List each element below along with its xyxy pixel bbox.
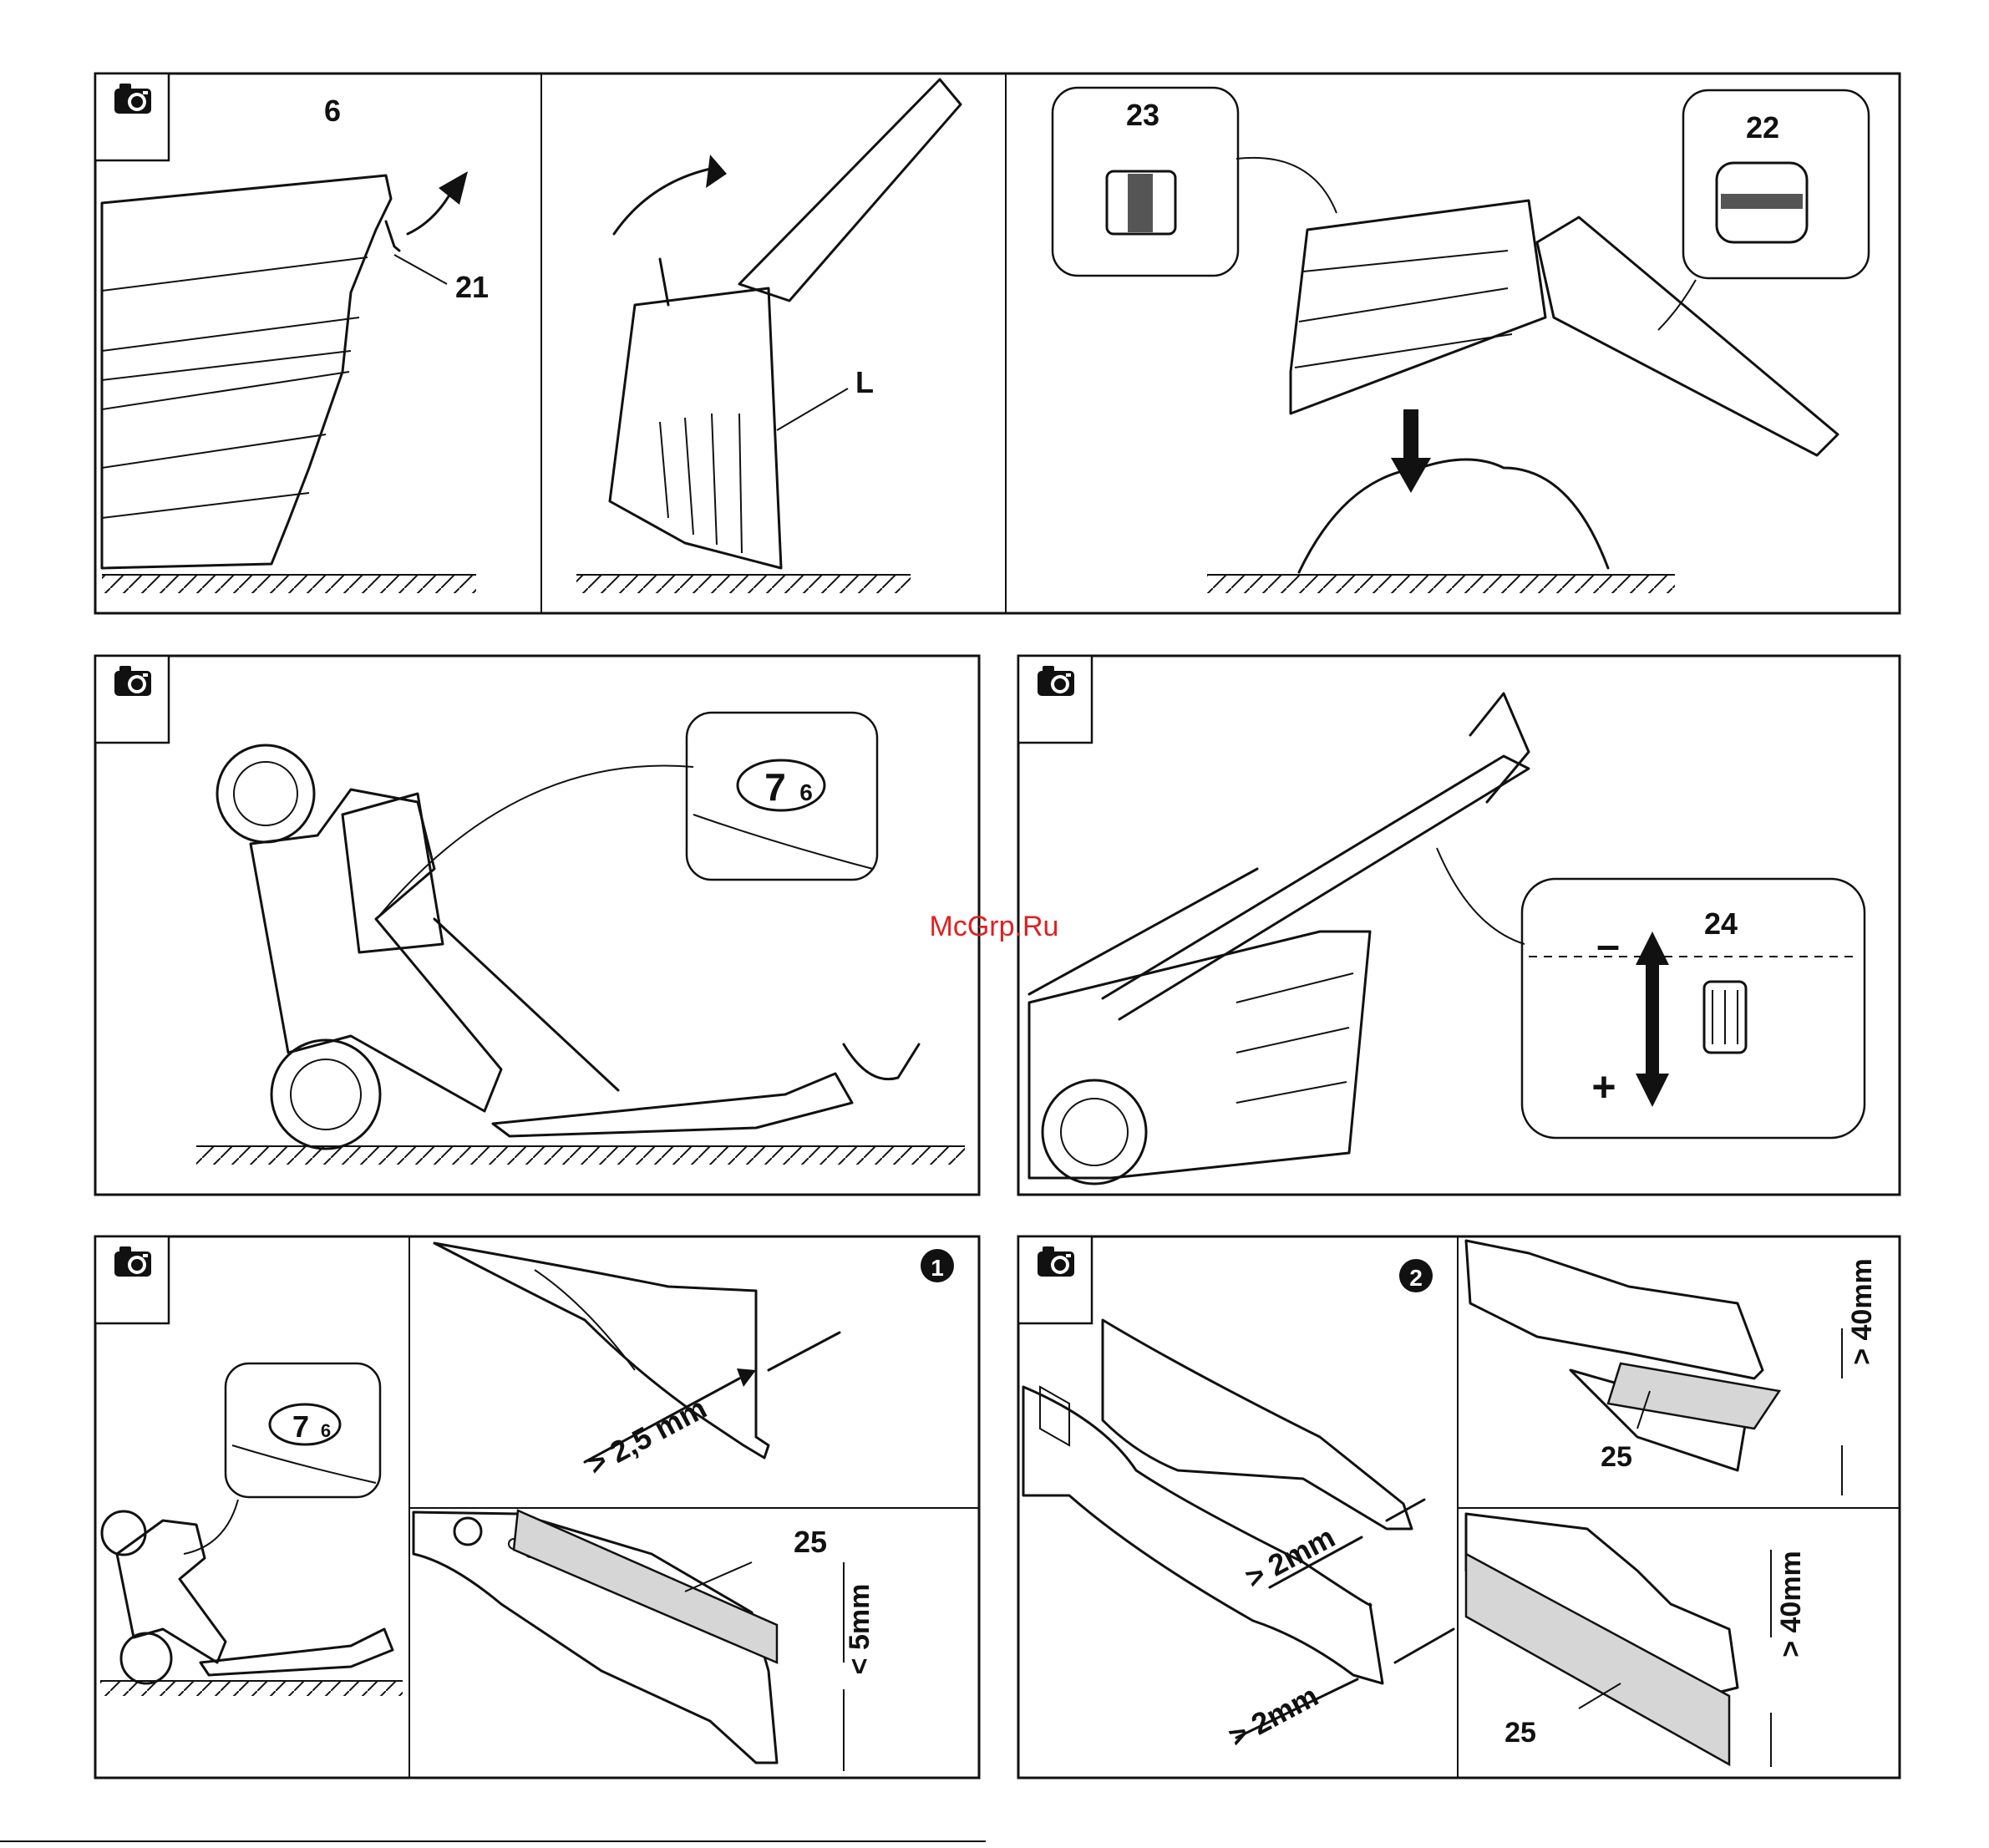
callout-25: 25 <box>1504 1717 1536 1749</box>
camera-icon-box <box>1018 656 1092 743</box>
ground-hatch <box>196 1146 965 1165</box>
callout-21: 21 <box>455 270 489 304</box>
ground-hatch <box>1207 575 1675 593</box>
panel-4-tilt-mower: 7 6 <box>95 656 979 1195</box>
row-1-frame <box>95 74 1900 613</box>
clip-23-grip <box>1128 174 1153 232</box>
height-value-6: 6 <box>321 1420 331 1441</box>
callout-23: 23 <box>1126 98 1159 132</box>
row-3: 7 6 1 > 2,5 mm 25 <box>95 1236 1900 1778</box>
inset-knob-24 <box>1522 879 1865 1138</box>
minus-label: – <box>1596 921 1620 968</box>
ground-hatch <box>102 575 476 593</box>
step-2-number: 2 <box>1409 1265 1423 1291</box>
step-1-number: 1 <box>931 1255 944 1281</box>
camera-icon-box <box>95 1236 169 1323</box>
callout-25: 25 <box>1601 1441 1632 1473</box>
camera-icon-box <box>1018 1236 1092 1323</box>
callout-25: 25 <box>794 1525 827 1559</box>
camera-icon-box <box>95 656 169 743</box>
callout-L: L <box>855 365 874 399</box>
watermark: McGrp.Ru <box>930 911 1059 942</box>
callout-24: 24 <box>1704 906 1738 941</box>
height-value-6: 6 <box>799 779 813 805</box>
clearance-label: > 40mm <box>1775 1551 1807 1658</box>
camera-icon-box <box>95 74 169 160</box>
height-value-7: 7 <box>292 1409 309 1444</box>
adjust-arrow-icon <box>1646 961 1659 1078</box>
height-value-7: 7 <box>764 765 786 809</box>
clip-22-grip <box>1721 194 1803 209</box>
callout-6: 6 <box>324 94 341 128</box>
clearance-label: > 40mm <box>1846 1258 1878 1365</box>
drop-arrow-icon <box>1403 409 1418 459</box>
ground-hatch <box>576 575 911 593</box>
plus-label: + <box>1591 1064 1616 1110</box>
callout-22: 22 <box>1746 110 1779 145</box>
gap-limit-label: < 5mm <box>844 1584 875 1675</box>
panel-5-handle-adjust: – + 24 <box>1018 656 1900 1195</box>
ground-hatch <box>100 1681 403 1696</box>
row-1: 6 21 L 23 22 <box>95 74 1900 613</box>
